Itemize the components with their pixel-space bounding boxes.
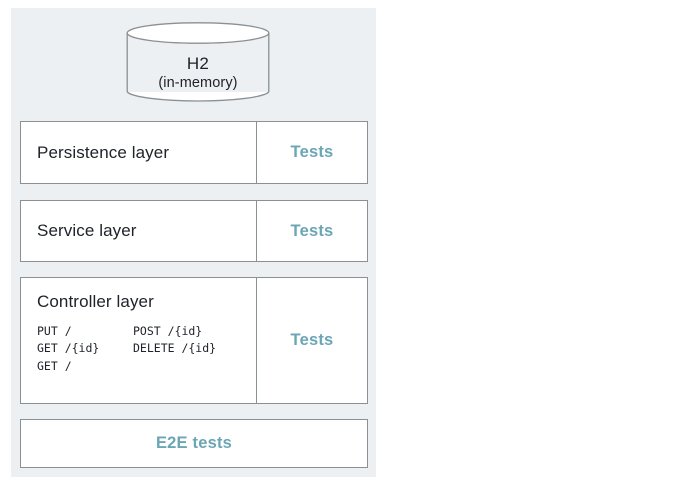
tests-cell-controller: Tests [256,278,367,403]
e2e-cell: E2E tests [21,420,367,467]
tests-cell-service: Tests [256,201,367,261]
e2e-tests-label: E2E tests [155,434,233,452]
database-cylinder: H2 (in-memory) [126,22,270,103]
endpoint-item: DELETE /{id} [133,341,217,356]
controller-endpoint-list: PUT / GET /{id} GET / POST /{id} DELETE … [37,323,256,375]
endpoint-item: PUT / [37,324,72,338]
layer-title-persistence: Persistence layer [37,142,170,162]
layer-row-controller: Controller layer PUT / GET /{id} GET / P… [20,277,368,404]
endpoint-item: GET / [37,358,72,373]
endpoint-column-left: PUT / GET /{id} GET / [37,323,133,375]
endpoint-item: GET /{id} [37,341,100,356]
tests-cell-persistence: Tests [256,122,367,183]
layer-row-e2e: E2E tests [20,419,368,468]
tests-label-controller: Tests [290,331,334,349]
endpoint-column-right: POST /{id} DELETE /{id} [133,323,243,375]
tests-label-persistence: Tests [290,143,334,161]
layer-main-service: Service layer [21,201,256,261]
layer-main-persistence: Persistence layer [21,122,256,183]
layer-row-service: Service layer Tests [20,200,368,262]
layer-row-persistence: Persistence layer Tests [20,121,368,184]
layer-title-controller: Controller layer [37,292,154,311]
cylinder-shape-icon [126,22,270,102]
layer-main-controller: Controller layer PUT / GET /{id} GET / P… [21,278,256,403]
layer-title-service: Service layer [37,221,137,240]
tests-label-service: Tests [290,221,334,240]
endpoint-item: POST /{id} [133,324,203,338]
